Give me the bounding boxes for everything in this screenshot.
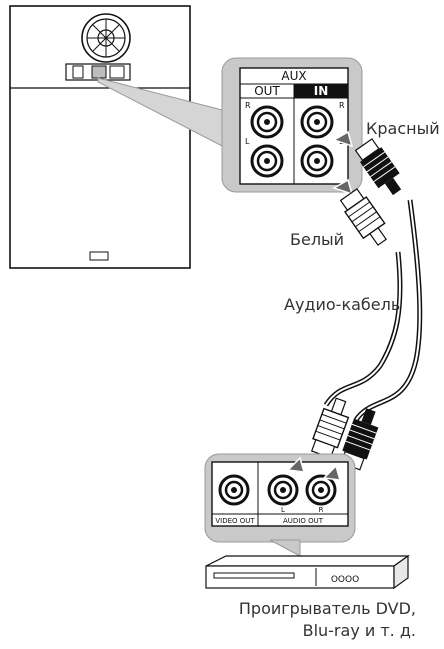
label-player: Проигрыватель DVD, Blu-ray и т. д.: [239, 598, 416, 642]
white-plug-top: [339, 188, 387, 246]
aux-out-l-jack: [250, 144, 284, 178]
label-audio-cable: Аудио-кабель: [284, 295, 401, 314]
label-red: Красный: [366, 119, 440, 138]
aux-in-r-jack: [300, 105, 334, 139]
video-out-jack: [218, 474, 250, 506]
audio-out-label: AUDIO OUT: [283, 517, 324, 525]
red-plug-top: [354, 138, 402, 196]
aux-l-out: L: [245, 137, 250, 146]
aux-panel: AUX OUT IN R R L L: [239, 67, 349, 185]
speaker-unit: [9, 5, 191, 269]
arrow-icon: [332, 130, 354, 148]
dvd-player: OOOO: [205, 554, 410, 590]
aux-r-out: R: [245, 101, 251, 110]
arrow-icon: [332, 178, 354, 196]
bottom-label-plate: [89, 251, 109, 261]
dvd-display: OOOO: [331, 575, 359, 585]
aux-out-label: OUT: [254, 84, 280, 98]
audio-cable: [323, 199, 423, 422]
fan-icon: [81, 13, 131, 63]
label-player-line1: Проигрыватель DVD,: [238, 599, 416, 618]
video-out-label: VIDEO OUT: [215, 517, 255, 525]
label-white: Белый: [290, 230, 345, 249]
audio-out-l-jack: [267, 474, 299, 506]
aux-r-in: R: [339, 101, 345, 110]
audio-out-r-jack: [305, 474, 337, 506]
audio-out-l-label: L: [281, 506, 285, 514]
label-player-line2: Blu-ray и т. д.: [302, 621, 416, 640]
arrow-icon: [286, 456, 306, 473]
aux-in-l-jack: [300, 144, 334, 178]
white-plug-bottom: [310, 397, 350, 459]
rear-connector-strip: [65, 63, 131, 81]
player-output-panel: L R VIDEO OUT AUDIO OUT: [211, 461, 349, 527]
aux-in-label: IN: [314, 84, 329, 98]
arrow-icon: [322, 464, 342, 481]
aux-out-r-jack: [250, 105, 284, 139]
aux-title: AUX: [281, 69, 306, 83]
audio-out-r-label: R: [319, 506, 324, 514]
